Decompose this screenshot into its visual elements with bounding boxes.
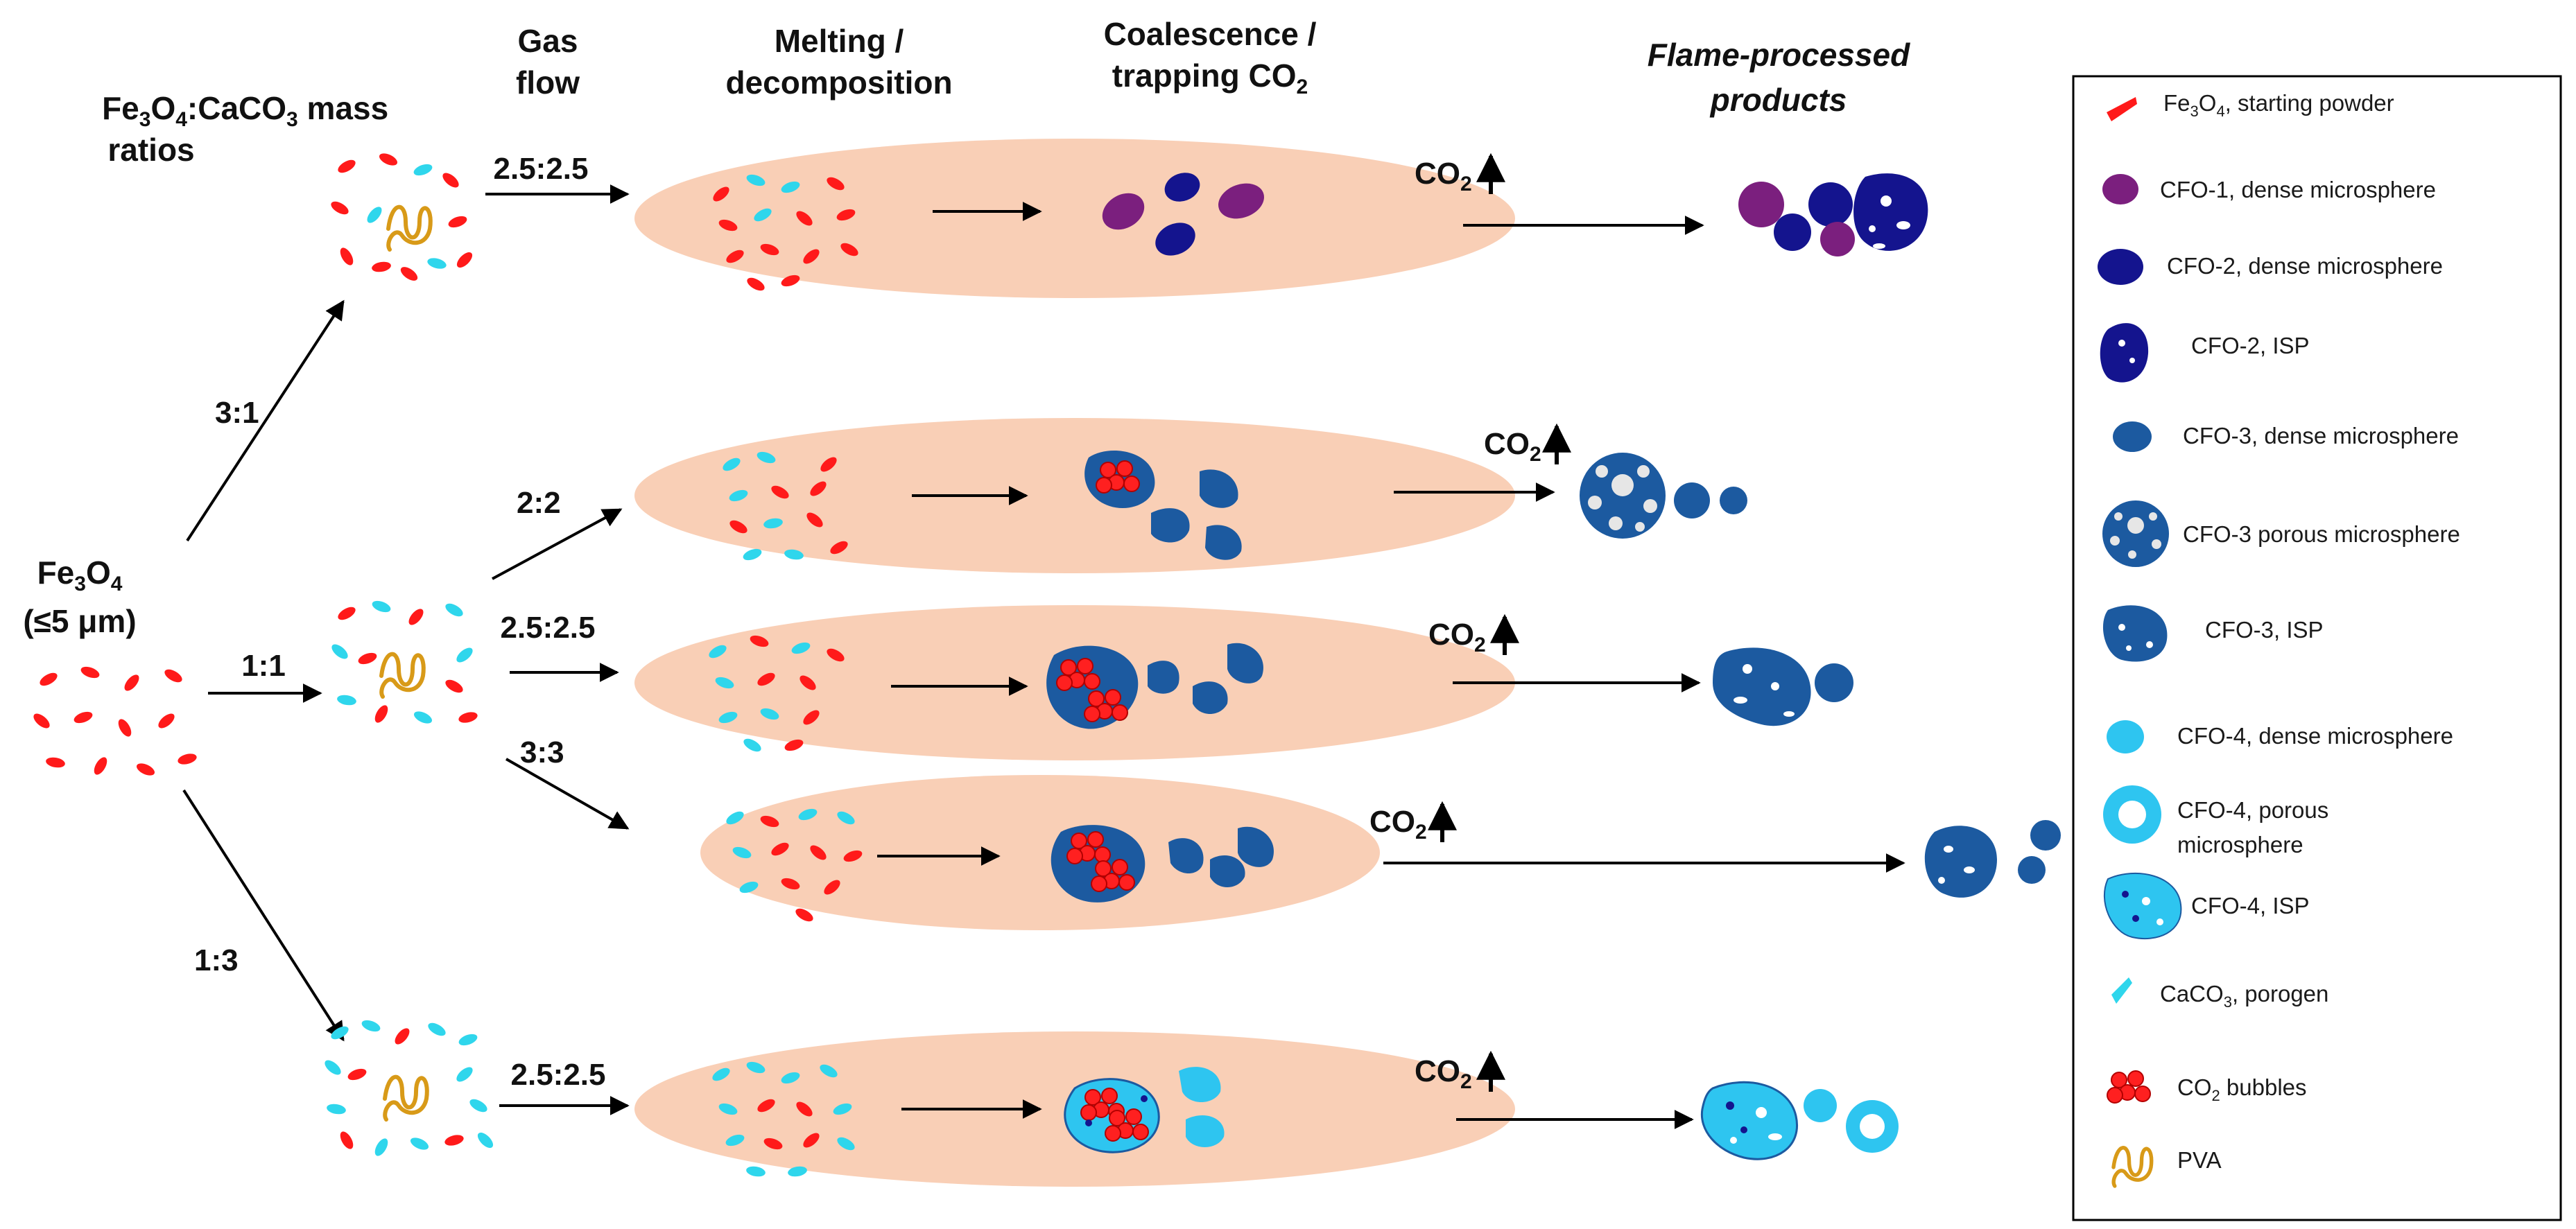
arrow-ratio-3-1 [186, 299, 345, 542]
products-row3 [1713, 647, 1853, 726]
legend: Fe3O4, starting powder CFO-1, dense micr… [2072, 75, 2562, 1221]
ratio-1-3: 1:3 [194, 943, 239, 977]
products-row1 [1738, 173, 1928, 256]
mix-cluster-1-3 [322, 1018, 496, 1158]
product-cfo2-isp [1853, 173, 1928, 251]
header-ratios: Fe3O4:CaCO3 mass ratios [102, 90, 397, 168]
start-powder [31, 664, 198, 778]
legend-label-caco3: CaCO3, porogen [2160, 981, 2328, 1011]
legend-label-pva: PVA [2177, 1147, 2222, 1173]
legend-label-3: CFO-3, dense microsphere [2183, 423, 2459, 448]
header-ratios-line1: Fe3O4:CaCO3 mass [102, 90, 388, 131]
ratio-1-1: 1:1 [241, 649, 286, 683]
legend-icon-cfo4-ring [2103, 785, 2161, 844]
legend-icon-cfo4-sphere [2107, 720, 2144, 753]
coalesced-row3 [1046, 643, 1263, 729]
coalesced-row2 [1084, 451, 1242, 560]
gas-flow-labels: 2.5:2.5 2:2 2.5:2.5 3:3 2.5:2.5 [494, 152, 606, 1092]
gas-flow-row3: 2.5:2.5 [501, 611, 596, 645]
co2-label-row2: CO2 [1484, 427, 1541, 466]
legend-label-6: CFO-4, dense microsphere [2177, 723, 2453, 749]
products-row4 [1924, 820, 2061, 898]
header-melting: Melting /decomposition [725, 23, 952, 101]
legend-icon-fe3o4 [2107, 97, 2137, 121]
mix-cluster-1-1 [329, 598, 479, 726]
legend-icon-cfo4-isp [2104, 872, 2182, 940]
flame-row2 [634, 418, 1515, 573]
legend-icon-cfo3-sphere [2113, 421, 2152, 452]
legend-label-0: CFO-1, dense microsphere [2160, 177, 2436, 202]
product-cfo1-sphere [1738, 182, 1784, 227]
co2-label-row1: CO2 [1415, 157, 1472, 195]
start-material: Fe3O4 (≤5 μm) [23, 555, 198, 778]
legend-icon-cfo2-sphere [2098, 249, 2143, 285]
coalesced-row4 [1051, 825, 1274, 903]
gas-flow-row4: 3:3 [520, 735, 564, 769]
flame-row4 [700, 775, 1380, 930]
ratio-3-1: 3:1 [215, 396, 259, 430]
co2-row2: CO2 [1394, 423, 1571, 502]
coalesced-row1 [1102, 173, 1264, 256]
co2-label-row3: CO2 [1428, 618, 1486, 656]
start-formula: Fe3O4 [37, 555, 123, 595]
legend-label-4: CFO-3 porous microsphere [2183, 521, 2460, 547]
legend-label-fe3o4: Fe3O4, starting powder [2163, 90, 2394, 120]
gas-flow-row1: 2.5:2.5 [494, 152, 589, 186]
co2-row4: CO2 [1369, 801, 1905, 873]
co2-annotations: CO2 CO2 CO2 CO2 CO2 [1369, 152, 1905, 1129]
co2-label-row4: CO2 [1369, 805, 1427, 844]
gas-flow-row5: 2.5:2.5 [511, 1058, 606, 1092]
legend-icon-cfo3-isp [2102, 605, 2168, 662]
gas-flow-row2: 2:2 [517, 486, 561, 520]
legend-label-8: CFO-4, ISP [2191, 893, 2310, 918]
flame-row1 [634, 139, 1515, 298]
legend-label-2: CFO-2, ISP [2191, 333, 2310, 358]
legend-label-5: CFO-3, ISP [2205, 617, 2324, 643]
ratio-arrows: 3:1 1:1 1:3 [182, 299, 345, 1042]
legend-label-co2: CO2 bubbles [2177, 1074, 2307, 1104]
products-row5 [1700, 1081, 1899, 1160]
product-cfo4-isp [1700, 1081, 1798, 1160]
legend-icon-cfo2-isp [2100, 323, 2149, 383]
legend-icon-cfo3-porous [2102, 500, 2169, 567]
arrow-ratio-1-3 [182, 789, 345, 1042]
split-arrows [485, 184, 630, 1115]
header-coalescence: Coalescence /trapping CO2 [1104, 16, 1317, 98]
mix-cluster-3-1 [329, 150, 475, 284]
co2-label-row5: CO2 [1415, 1054, 1472, 1093]
coalesced-row5 [1064, 1067, 1225, 1153]
legend-icon-cfo1-sphere [2102, 174, 2138, 204]
legend-icon-caco3 [2111, 977, 2132, 1004]
product-cfo3-isp [1713, 647, 1811, 726]
products-row2 [1580, 453, 1747, 539]
legend-label-1: CFO-2, dense microsphere [2167, 253, 2443, 279]
start-size: (≤5 μm) [23, 603, 136, 639]
